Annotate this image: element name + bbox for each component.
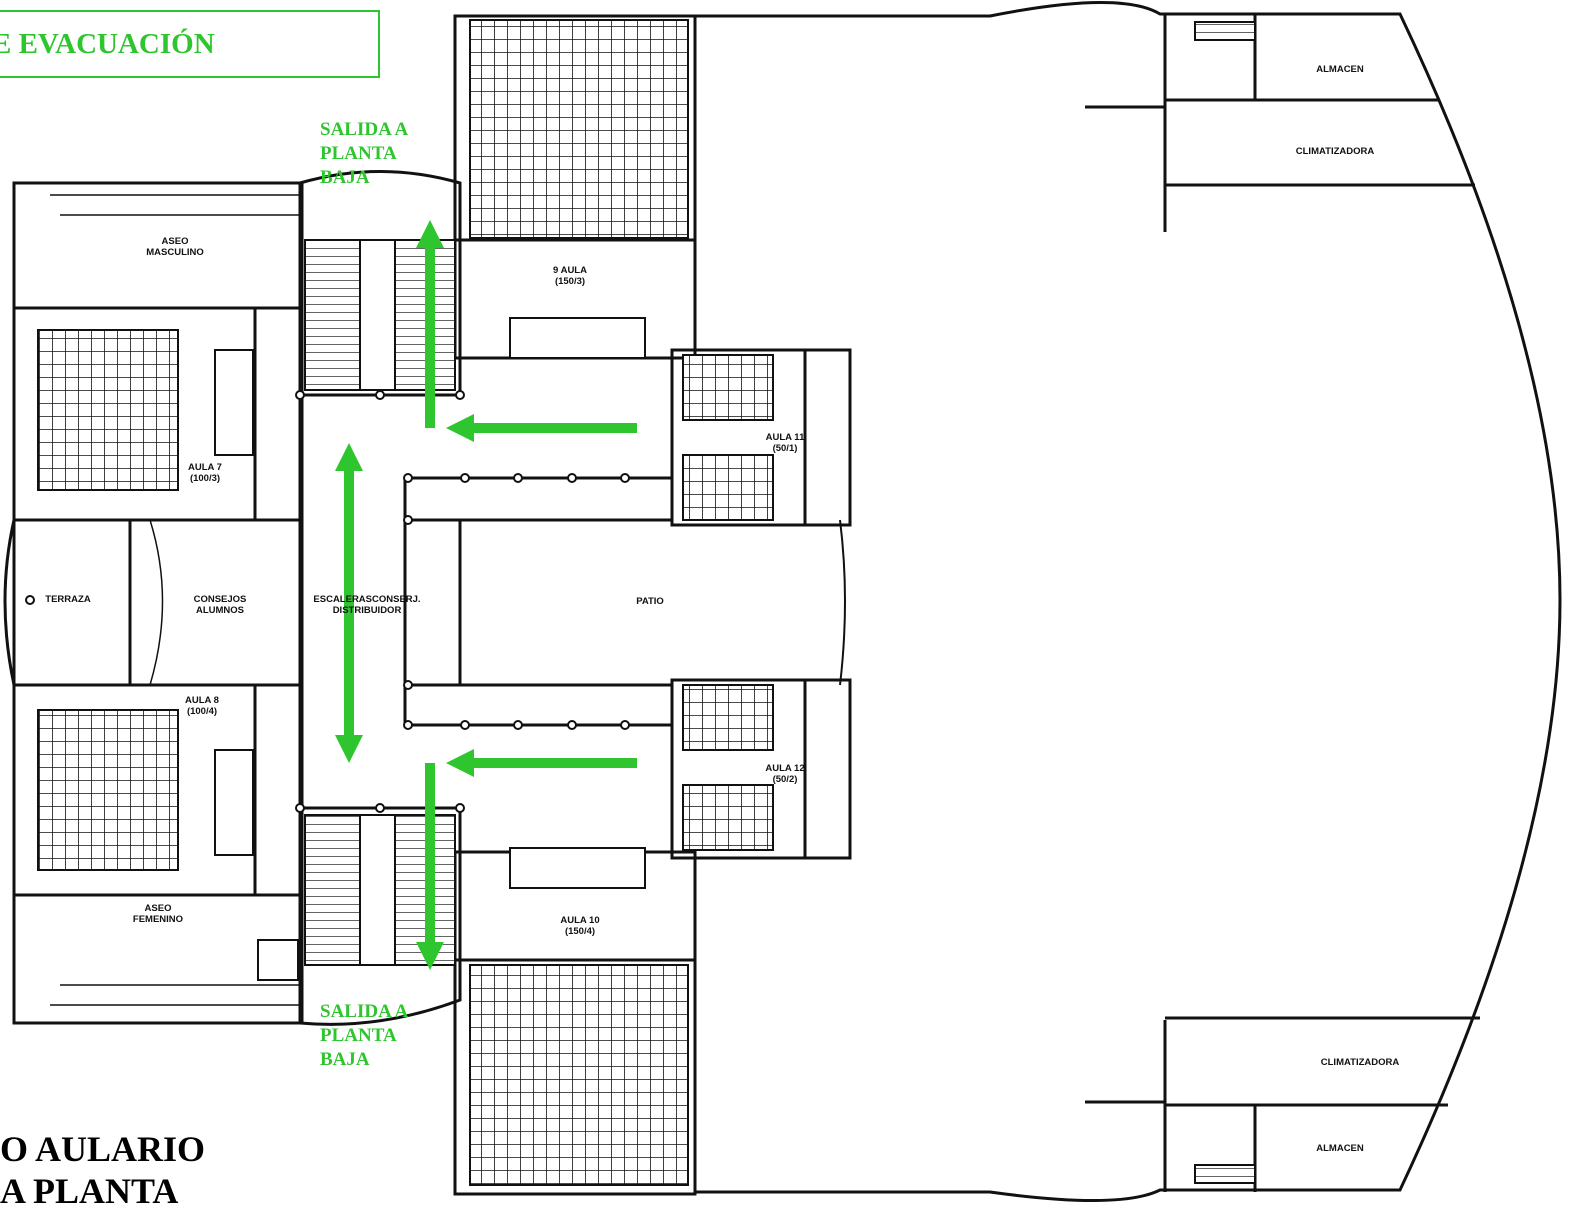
room-label-aseo-femenino: ASEO FEMENINO [132, 903, 184, 925]
exit-label-south: SALIDA A PLANTA BAJA [320, 1001, 409, 1070]
room-label-almacen-bottom: ALMACEN [1316, 1143, 1364, 1154]
fixtures [50, 194, 646, 1006]
room-label-patio: PATIO [636, 596, 664, 607]
room-label-climatizadora-bottom: CLIMATIZADORA [1320, 1057, 1400, 1068]
arrow-to-south-exit [416, 763, 444, 970]
room-label-terraza: TERRAZA [45, 594, 91, 605]
room-label-aseo-masculino: ASEO MASCULINO [146, 236, 204, 258]
room-label-aula-9: 9 AULA (150/3) [553, 265, 587, 287]
arrow-to-north-exit [416, 220, 444, 428]
building-name: O AULARIO A PLANTA [0, 1129, 206, 1211]
room-label-aula-11: AULA 11 (50/1) [765, 432, 805, 454]
stairs [304, 21, 1256, 1184]
room-label-aula-8: AULA 8 (100/4) [185, 695, 219, 717]
arrow-from-aula-12 [446, 749, 637, 777]
room-label-almacen-top: ALMACEN [1316, 64, 1364, 75]
room-label-aula-7: AULA 7 (100/3) [188, 462, 222, 484]
arrow-corridor-bidirectional [335, 443, 363, 763]
map-title: E EVACUACIÓN [0, 10, 380, 78]
arrow-from-aula-11 [446, 414, 637, 442]
room-label-aula-12: AULA 12 (50/2) [765, 763, 805, 785]
room-label-escaleras: ESCALERASCONSERJ. DISTRIBUIDOR [313, 594, 421, 616]
exit-label-north: SALIDA A PLANTA BAJA [320, 119, 409, 188]
seating [37, 19, 774, 1186]
room-label-aula-10: AULA 10 (150/4) [560, 915, 600, 937]
room-label-climatizadora-top: CLIMATIZADORA [1295, 146, 1375, 157]
room-label-consejos: CONSEJOS ALUMNOS [193, 594, 247, 616]
columns [25, 390, 630, 813]
evacuation-routes [335, 220, 637, 970]
